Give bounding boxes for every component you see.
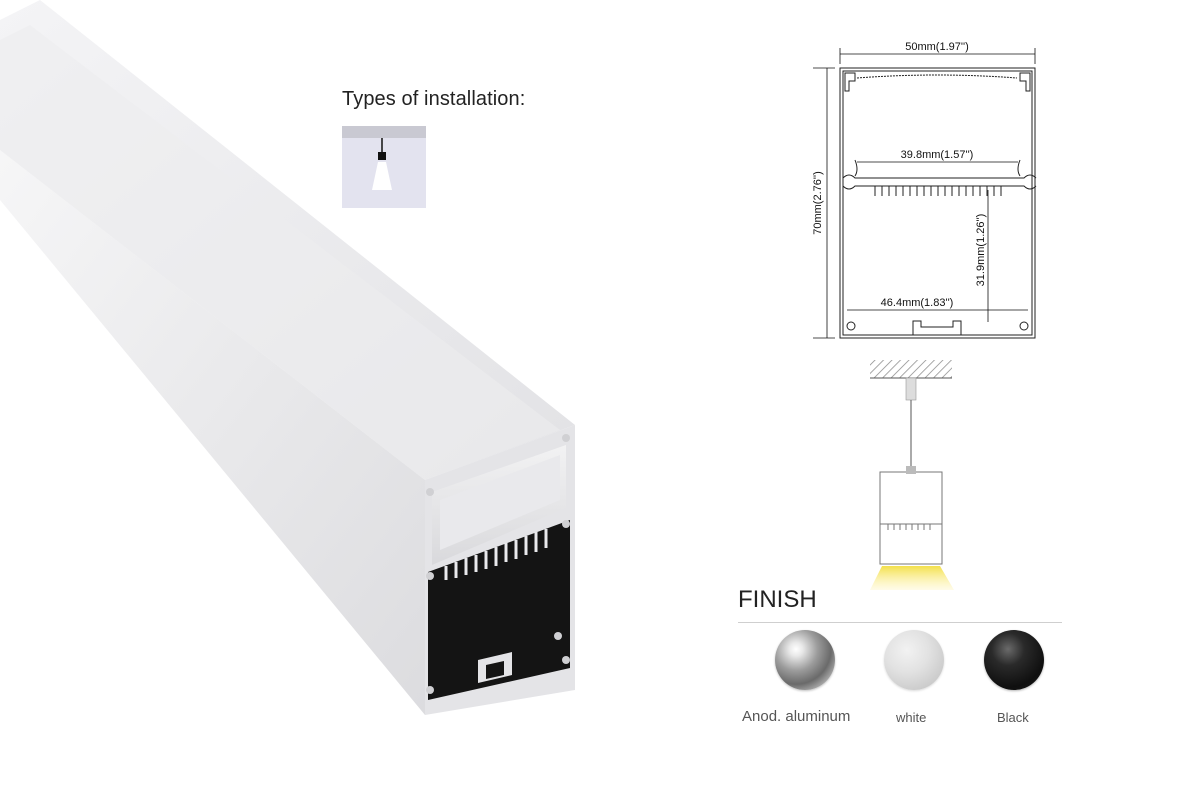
- pendant-mount-icon: [342, 126, 426, 208]
- dimension-inner-height: 31.9mm(1.26''): [975, 214, 987, 287]
- finish-swatch-white: [884, 630, 944, 690]
- finish-label-anodized: Anod. aluminum: [742, 708, 851, 725]
- finish-label-white: white: [896, 710, 927, 725]
- pendant-mounting-illustration: [870, 360, 954, 590]
- dimension-height: 70mm(2.76''): [812, 171, 824, 235]
- dimension-inner-width: 39.8mm(1.57''): [901, 149, 974, 161]
- finish-divider: [738, 622, 1062, 623]
- dimension-width: 50mm(1.97''): [905, 41, 969, 53]
- finish-swatch-black: [984, 630, 1044, 690]
- cross-section-drawing: 50mm(1.97'') 39.8mm(1.57'') 46.4mm(1.83'…: [812, 41, 1037, 339]
- finish-swatch-anodized: [775, 630, 835, 690]
- dimension-bottom-width: 46.4mm(1.83''): [881, 297, 954, 309]
- profile-product-image: [0, 0, 575, 715]
- finish-title: FINISH: [738, 586, 817, 613]
- finish-label-black: Black: [997, 710, 1029, 725]
- installation-types-title: Types of installation:: [342, 88, 526, 110]
